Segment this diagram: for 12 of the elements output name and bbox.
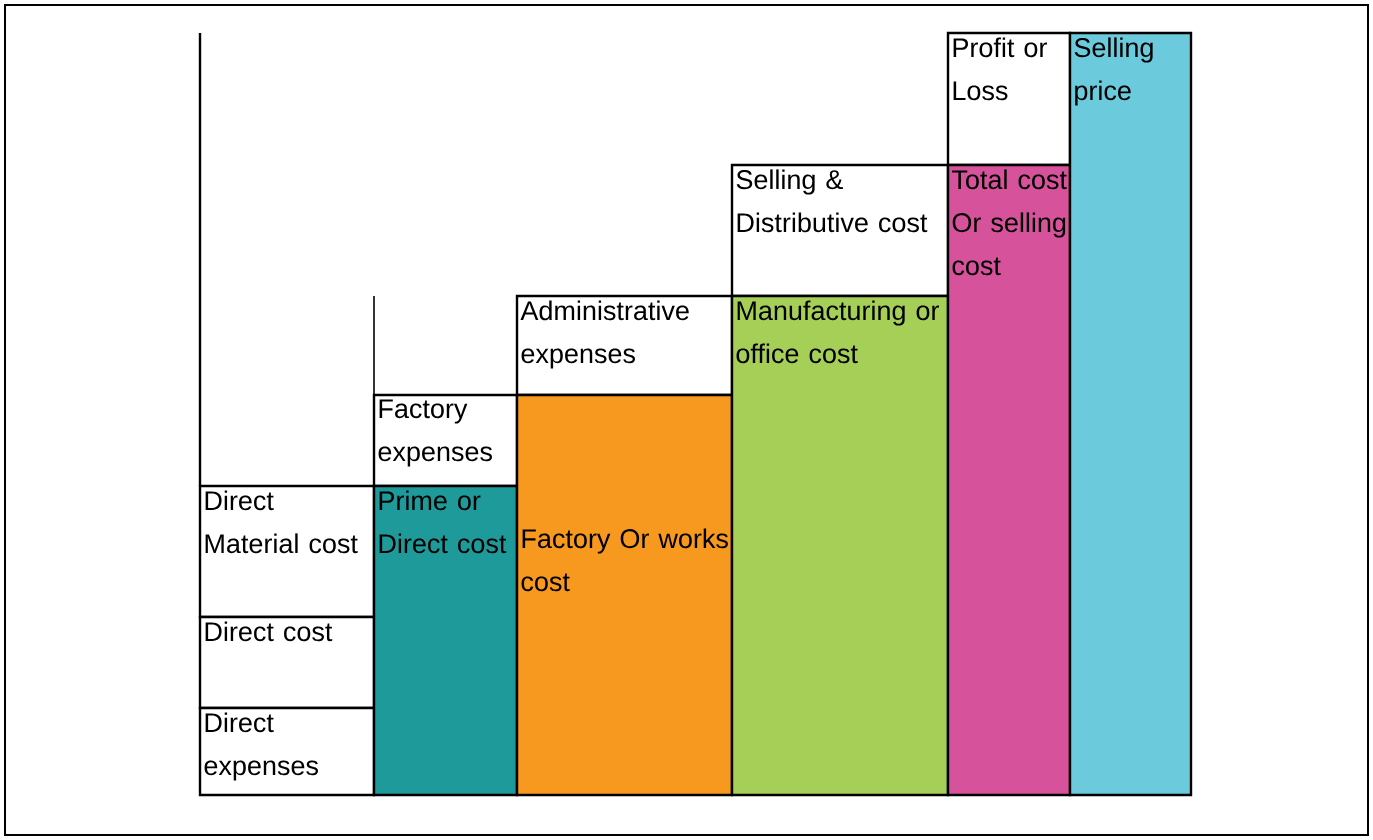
cost-box: Selling price xyxy=(1068,31,1193,797)
cost-box: Direct cost xyxy=(198,615,376,710)
cost-box: Direct Material cost xyxy=(198,484,376,619)
cost-box: Prime or Direct cost xyxy=(372,484,519,797)
cost-box: Total cost Or selling cost xyxy=(946,163,1072,797)
cost-box: Profit or Loss xyxy=(946,31,1072,167)
cost-box: Administrative expenses xyxy=(515,294,734,397)
cost-box: Factory Or works cost xyxy=(515,393,734,797)
cost-box: Manufacturing or office cost xyxy=(730,294,950,797)
cost-box: Direct expenses xyxy=(198,706,376,797)
cost-box: Factory expenses xyxy=(372,393,519,488)
cost-box: Selling & Distributive cost xyxy=(730,163,950,298)
